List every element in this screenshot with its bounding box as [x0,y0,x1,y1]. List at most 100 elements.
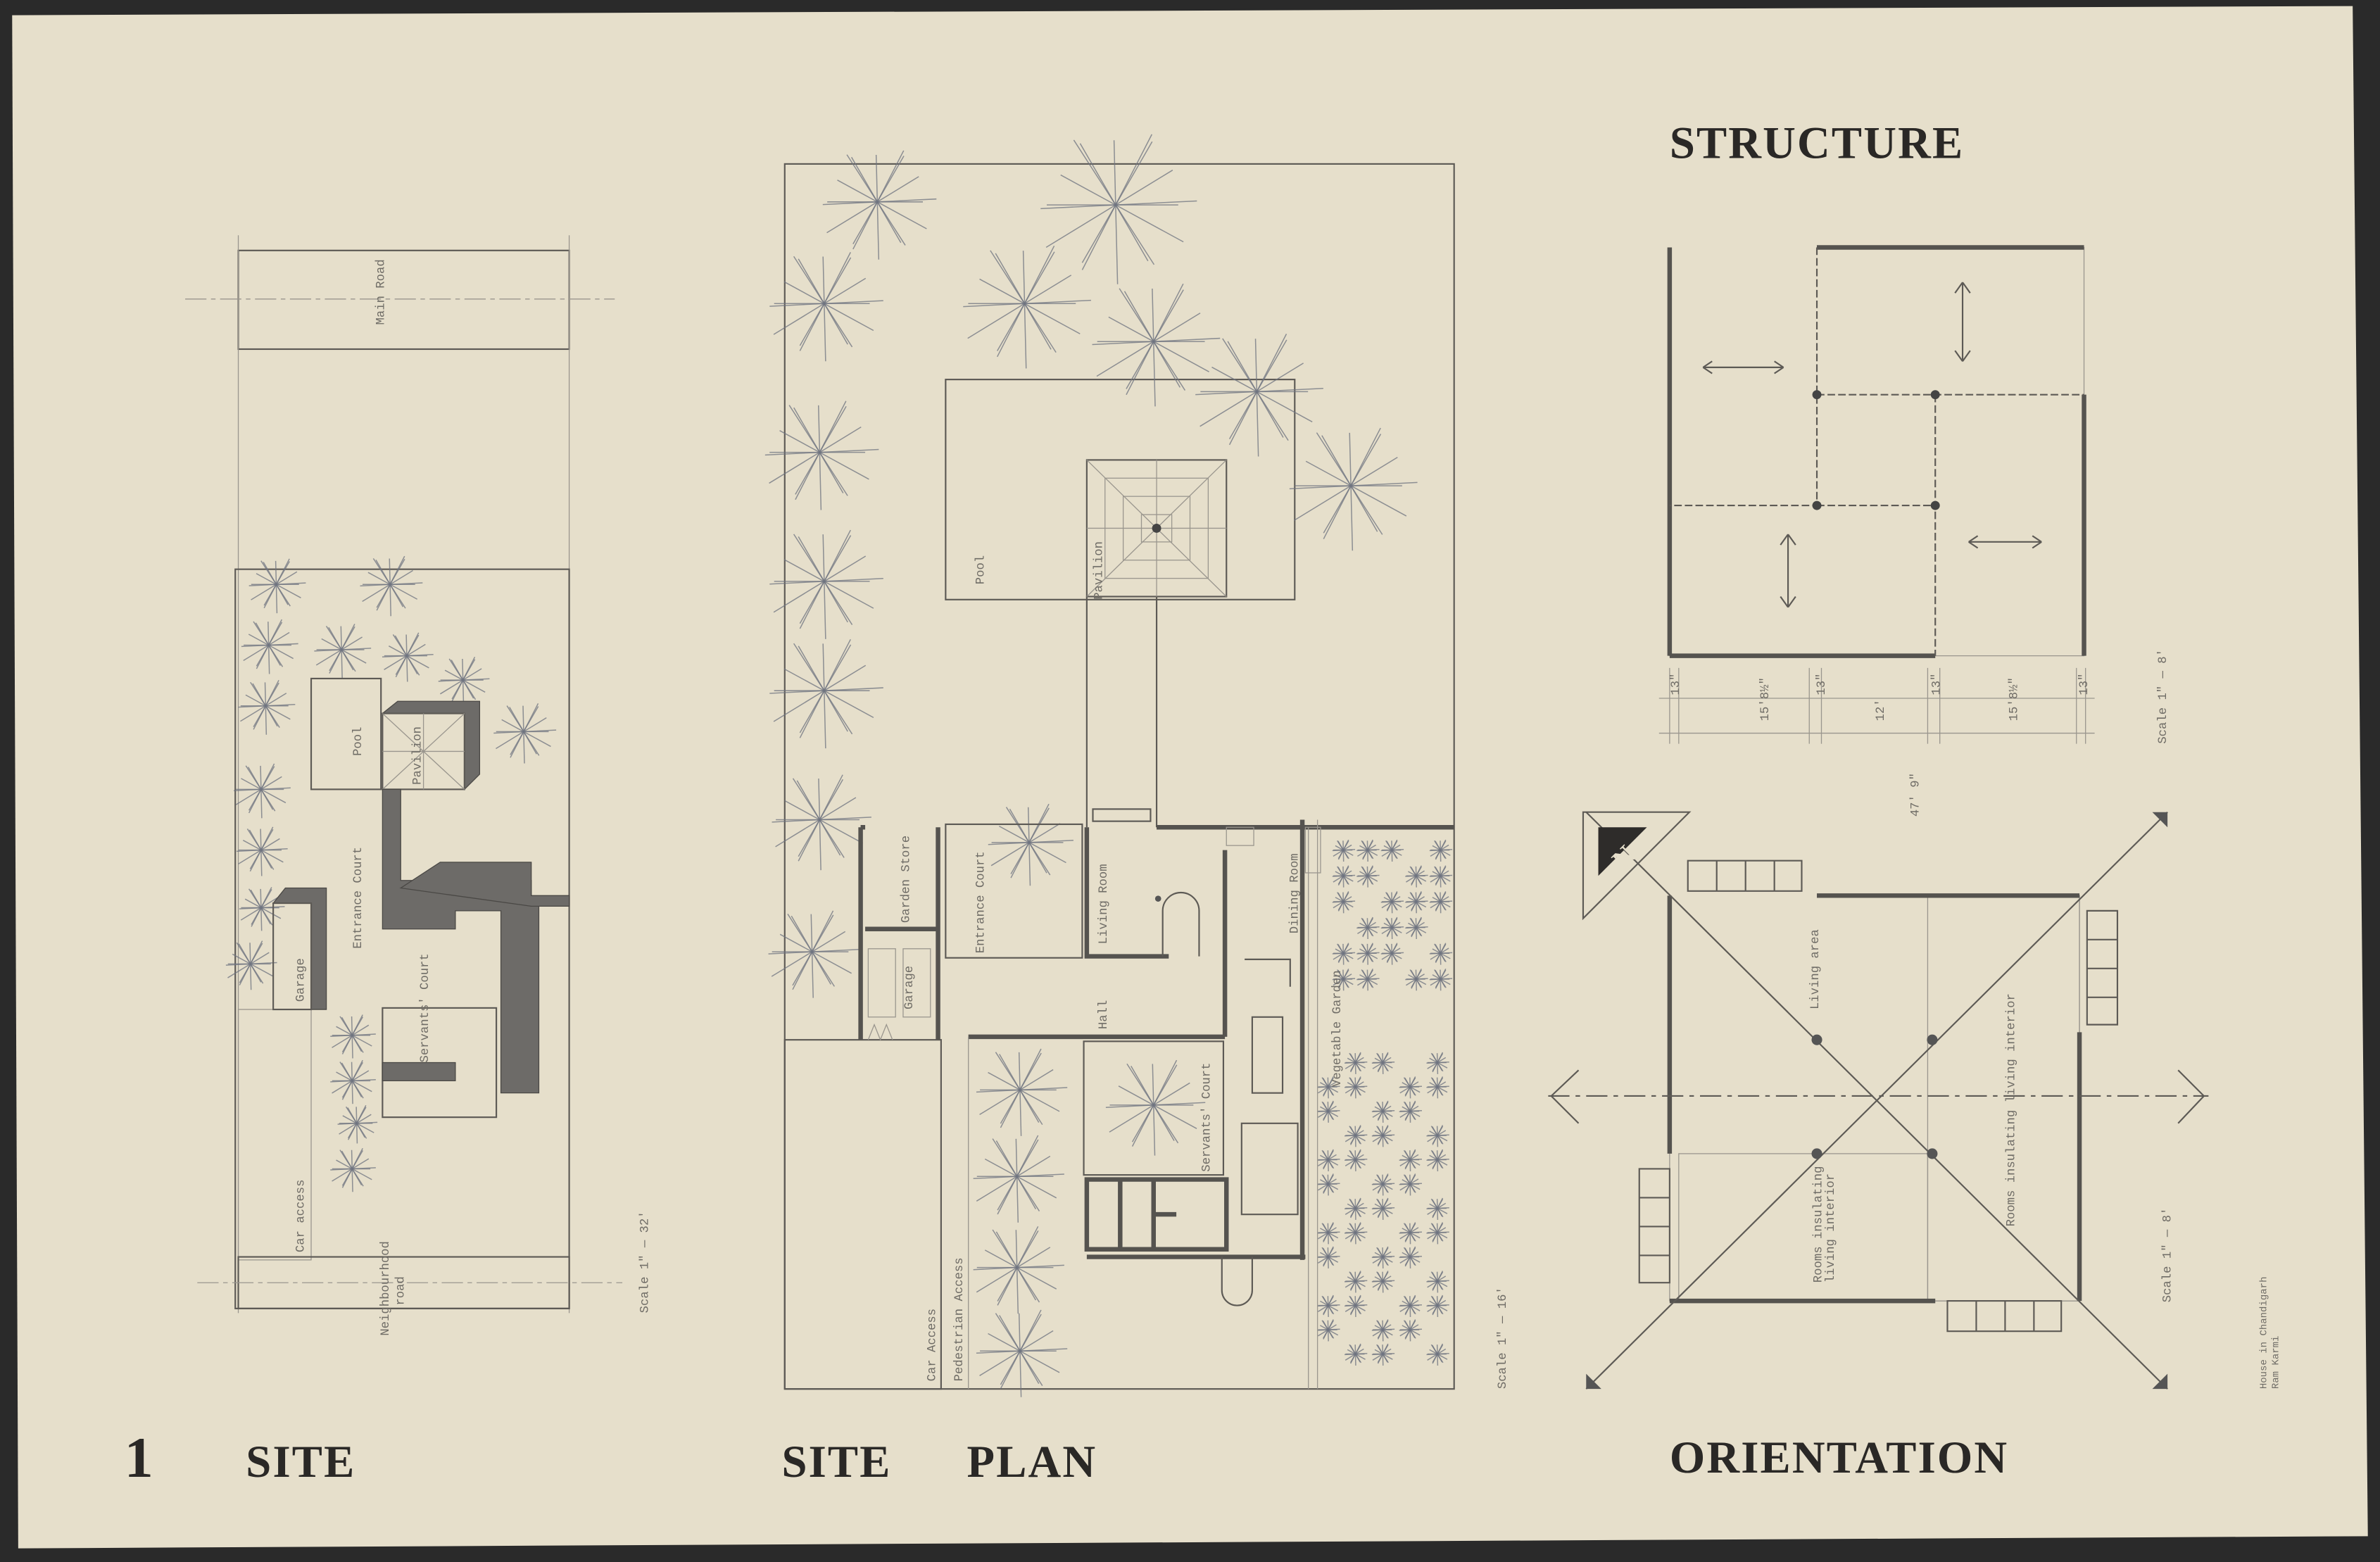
tree-icon [1344,1222,1368,1245]
credit-author: Ram Karmi [2271,1336,2282,1390]
tree-icon [1405,917,1428,940]
site-plan-pavilion [1085,459,1228,598]
site-plan-boundary [783,163,1455,1390]
structure-dimension-label: 15'8½" [1759,677,1773,721]
tree-icon [1426,1343,1449,1366]
tree-icon [1399,1173,1422,1196]
tree-icon [988,803,1073,886]
tree-icon [1380,891,1404,914]
structure-drawing: 13"15'8½"13"12'13"15'8½"13" 47' 9" Scale… [1658,245,2170,817]
tree-icon [1426,1076,1449,1099]
orientation-scale: Scale 1" — 8' [2161,1208,2174,1303]
tree-icon [1344,1149,1368,1171]
tree-icon [1426,1125,1449,1147]
orientation-title: ORIENTATION [1670,1432,2008,1482]
site-plan-title-plan: PLAN [967,1436,1097,1487]
tree-icon [1371,1319,1395,1342]
site-plan-pool [945,379,1296,600]
tree-icon [1426,1222,1449,1245]
tree-icon [1332,943,1356,965]
orientation-label-living-area: Living area [1809,929,1822,1009]
tree-icon [1380,917,1404,940]
site-pool [310,677,382,791]
tree-icon [1429,943,1453,965]
tree-icon [1399,1246,1422,1268]
structure-dimension-label: 13" [1670,674,1683,695]
tree-icon [976,1048,1068,1136]
tree-icon [822,150,937,260]
span-arrow-icon [1954,282,1971,362]
tree-icon [330,1014,376,1059]
tree-icon [225,940,277,990]
tree-icon [1040,134,1197,284]
paper-sheet [12,6,2368,1549]
tree-icon [1405,865,1428,888]
tree-icon [1380,839,1404,862]
tree-icon [234,763,291,819]
site-plan-label-hall: Hall [1097,1000,1111,1029]
site-plan-label-car-access: Car Access [926,1309,939,1382]
site-label-garage: Garage [294,958,308,1002]
axis-arrow-icon [1550,1069,2205,1124]
tree-icon [1344,1125,1368,1147]
tree-icon [238,679,296,735]
tree-icon [1356,968,1380,991]
orientation-drawing: N Living area Rooms insulating living in… [1548,811,2209,1390]
site-plan-label-servants-court: Servants' Court [1201,1063,1214,1172]
site-garage [272,902,313,1011]
tree-icon [1371,1343,1395,1366]
site-label-main-road: Main Road [375,259,389,325]
site-plan-label-garage: Garage [903,966,917,1009]
tree-icon [1344,1076,1368,1099]
site-plan-label-garden-store: Garden Store [900,836,914,923]
tree-icon [1399,1100,1422,1123]
tree-icon [1105,1059,1206,1156]
tree-icon [1344,1343,1368,1366]
tree-icon [1426,1197,1449,1220]
site-plan-scale: Scale 1" — 16' [1497,1287,1510,1389]
orientation-label-rooms-left-2: living interior [1825,1173,1838,1283]
tree-icon [976,1309,1068,1397]
tree-icon [1429,839,1453,862]
tree-icon [772,774,871,871]
tree-icon [973,1135,1064,1223]
tree-icon [1429,891,1453,914]
structure-dimension-label: 15'8½" [2008,677,2022,721]
structure-overall-dimension: 47' 9" [1910,773,1923,817]
tree-icon [1399,1319,1422,1342]
site-plan-drawing: Pool Pavilion Garden Store Garage Entran… [764,134,1510,1397]
structure-dimensions: 13"15'8½"13"12'13"15'8½"13" [1670,674,2091,722]
site-scale: Scale 1" — 32' [639,1211,653,1313]
tree-icon [1429,968,1453,991]
site-plan-label-living-room: Living Room [1097,864,1111,944]
orientation-label-rooms-left-1: Rooms insulating [1813,1166,1826,1283]
tree-icon [1399,1222,1422,1245]
site-plan-label-pool: Pool [974,555,988,584]
tree-icon [1371,1125,1395,1147]
site-plan-servants-court [1083,1040,1225,1176]
site-trees [225,555,557,1192]
tree-icon [1356,943,1380,965]
tree-icon [1426,1149,1449,1171]
tree-icon [330,1059,376,1104]
tree-icon [1332,968,1356,991]
tree-icon [1399,1295,1422,1317]
tree-icon [1356,917,1380,940]
tree-icon [1289,427,1418,551]
tree-icon [1429,865,1453,888]
tree-icon [337,1104,378,1144]
tree-icon [1371,1173,1395,1196]
tree-icon [1317,1173,1340,1196]
tree-icon [1317,1319,1340,1342]
tree-icon [769,638,883,749]
tree-icon [1344,1197,1368,1220]
tree-icon [1371,1197,1395,1220]
tree-icon [1317,1246,1340,1268]
tree-icon [963,245,1091,369]
site-label-neighbourhood: Neighbourhood [379,1241,393,1336]
tree-icon [1332,865,1356,888]
tree-icon [330,1147,376,1192]
site-plan-label-pavilion: Pavilion [1093,541,1106,600]
tree-icon [1356,865,1380,888]
structure-dimension-label: 13" [1815,674,1829,695]
